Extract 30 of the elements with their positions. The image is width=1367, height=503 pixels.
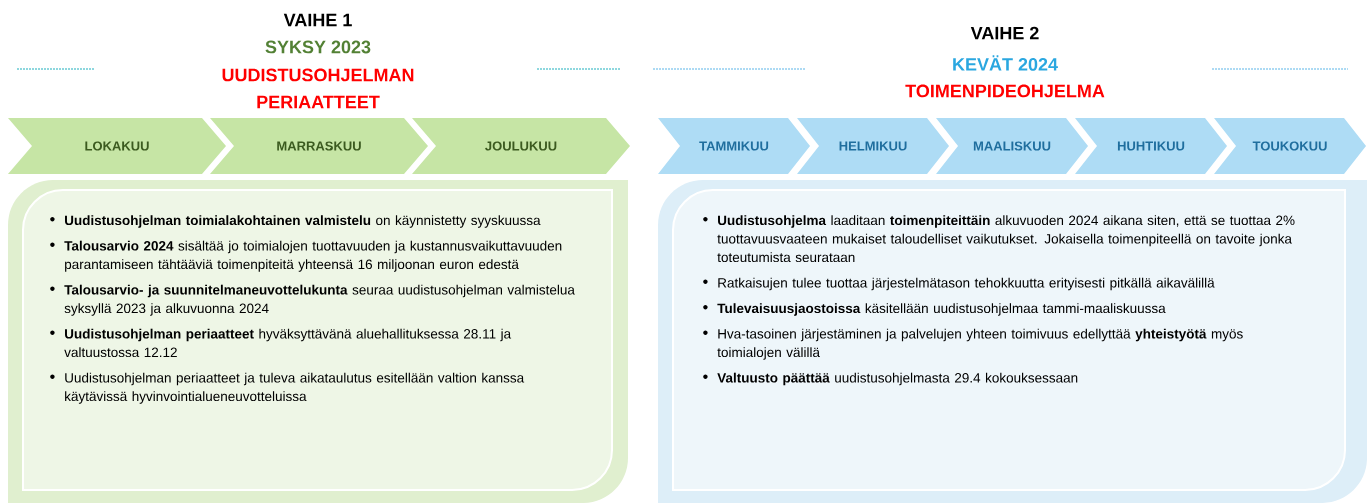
program-title: PERIAATTEET <box>257 95 380 109</box>
timeline-segment: MAALISKUU <box>936 118 1088 174</box>
bullet-item: Uudistusohjelma laaditaan toimenpiteittäin alkuvuoden 2024 aikana siten, että se tuottaa 2% tuottavuusvaateen mukaiset taloudelliset vaikutukset. Jokaisella toimenpiteellä on tavoite jonka toteutumista seurataan <box>703 215 1295 263</box>
node-label: MARRASKUU <box>277 141 361 151</box>
timeline-segment: TAMMIKUU <box>658 118 810 174</box>
bullet-item: Uudistusohjelman periaatteet ja tuleva aikataulutus esitellään valtion kanssa käytävissä hyvinvointialueneuvotteluissa <box>50 372 525 404</box>
bullet-item: Tulevaisuusjaostoissa käsitellään uudistusohjelmaa tammi-maaliskuussa <box>703 303 1166 316</box>
bullet-item: Ratkaisujen tulee tuottaa järjestelmätason tehokkuutta erityisesti pitkällä aikavälillä <box>703 277 1215 291</box>
bullet-item: Talousarvio 2024 sisältää jo toimialojen tuottavuuden ja kustannusvaikuttavuuden parantamiseen tähtääviä toimenpiteitä yhteensä 16 miljoonan euron edestä <box>50 240 562 272</box>
text-panel <box>658 180 1367 503</box>
timeline-segment: TOUKOKUU <box>1214 118 1366 174</box>
timeline-segment: JOULUKUU <box>412 118 630 174</box>
timeline-segment: HELMIKUU <box>797 118 949 174</box>
timeline-segment: MARRASKUU <box>210 118 428 174</box>
season-label: SYKSY 2023 <box>265 40 371 54</box>
timeline-segment: HUHTIKUU <box>1075 118 1227 174</box>
program-title: UUDISTUSOHJELMAN <box>222 68 414 82</box>
node-label: JOULUKUU <box>485 141 557 151</box>
program-title: TOIMENPIDEOHJELMA <box>905 84 1105 98</box>
bullet-item: Valtuusto päättää uudistusohjelmasta 29.4 kokouksessaan <box>703 372 1078 386</box>
bullet-item: Uudistusohjelman periaatteet hyväksyttävänä aluehallituksessa 28.11 ja valtuustossa 12.12 <box>50 328 512 358</box>
phase-heading: VAIHE 2 <box>970 26 1039 40</box>
bullet-item: Talousarvio- ja suunnitelmaneuvottelukunta seuraa uudistusohjelman valmistelua syksyllä 2023 ja alkuvuonna 2024 <box>50 284 575 316</box>
bullet-item: Uudistusohjelman toimialakohtainen valmistelu on käynnistetty syyskuussa <box>50 215 541 228</box>
season-label: KEVÄT 2024 <box>953 55 1058 71</box>
timeline-segment: LOKAKUU <box>8 118 226 174</box>
phase-heading: VAIHE 1 <box>283 13 352 27</box>
text-panel <box>8 180 628 503</box>
node-label: LOKAKUU <box>85 141 149 151</box>
bullet-item: Hva-tasoinen järjestäminen ja palvelujen yhteen toimivuus edellyttää yhteistyötä myös toimialojen välillä <box>703 328 1243 360</box>
